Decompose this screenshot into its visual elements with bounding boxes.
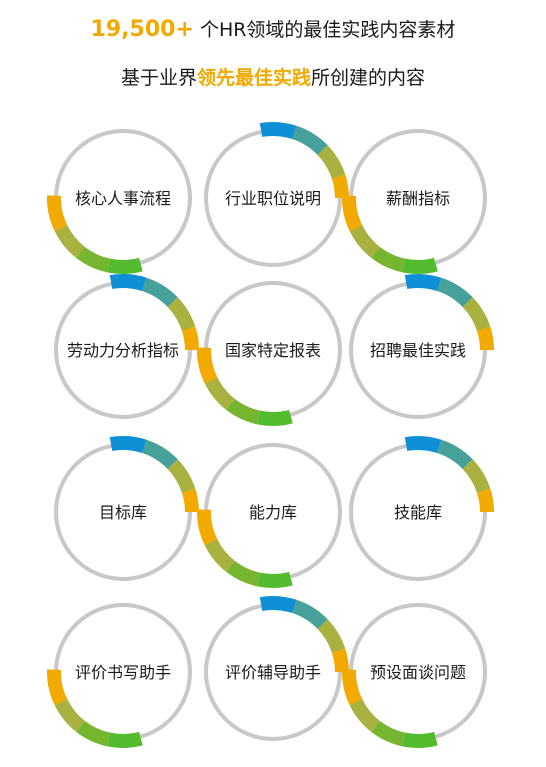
ring-accent-segment xyxy=(404,435,442,454)
ring-accent-segment xyxy=(349,698,381,732)
ring-accent-segment xyxy=(476,326,494,351)
ring-accent-segment xyxy=(462,297,491,332)
ring-accent-segment xyxy=(341,669,363,706)
ring-accent-segment xyxy=(54,224,86,258)
headline: 19,500+ 个HR领域的最佳实践内容素材 xyxy=(0,14,546,46)
feature-card-3: 薪酬指标 xyxy=(341,129,487,274)
feature-label: 国家特定报表 xyxy=(225,341,321,360)
ring-accent-segment xyxy=(181,326,199,351)
subheadline-prefix: 基于业界 xyxy=(120,67,197,89)
feature-card-12: 预设面谈问题 xyxy=(341,603,487,748)
ring-accent-segment xyxy=(341,195,363,232)
feature-card-10: 评价书写助手 xyxy=(46,603,192,748)
feature-card-4: 劳动力分析指标 xyxy=(54,273,199,419)
ring-accent-segment xyxy=(109,435,147,454)
feature-label: 评价书写助手 xyxy=(75,663,171,682)
ring-accent-segment xyxy=(257,409,293,426)
ring-accent-segment xyxy=(76,246,111,273)
feature-card-8: 能力库 xyxy=(196,443,342,588)
feature-label: 核心人事流程 xyxy=(75,189,171,208)
ring-accent-segment xyxy=(204,538,236,572)
ring-accent-segment xyxy=(107,257,143,274)
ring-accent-segment xyxy=(404,273,442,292)
subheadline-suffix: 所创建的内容 xyxy=(311,67,426,89)
subheadline-highlight: 领先最佳实践 xyxy=(196,67,311,89)
feature-card-9: 技能库 xyxy=(349,435,494,581)
ring-accent-segment xyxy=(46,195,68,232)
ring-accent-segment xyxy=(462,459,491,494)
ring-accent-segment xyxy=(402,731,438,748)
ring-accent-segment xyxy=(167,297,196,332)
ring-accent-segment xyxy=(109,273,147,292)
ring-accent-segment xyxy=(76,720,111,747)
feature-label: 技能库 xyxy=(394,503,442,522)
ring-accent-segment xyxy=(141,439,178,470)
ring-accent-segment xyxy=(46,669,68,706)
ring-accent-segment xyxy=(291,125,328,156)
ring-accent-segment xyxy=(54,698,86,732)
feature-label: 薪酬指标 xyxy=(386,189,450,208)
ring-accent-segment xyxy=(141,277,178,308)
ring-accent-segment xyxy=(259,595,297,614)
feature-label: 评价辅导助手 xyxy=(225,663,321,682)
feature-label: 能力库 xyxy=(249,503,297,522)
feature-label: 行业职位说明 xyxy=(225,189,321,208)
ring-accent-segment xyxy=(259,121,297,140)
ring-accent-segment xyxy=(181,488,199,513)
ring-accent-segment xyxy=(196,347,218,384)
ring-accent-segment xyxy=(371,246,406,273)
ring-accent-segment xyxy=(331,174,349,199)
ring-accent-segment xyxy=(436,439,473,470)
content-count: 19,500+ xyxy=(90,17,194,42)
ring-accent-segment xyxy=(317,619,346,654)
ring-accent-segment xyxy=(291,599,328,630)
ring-accent-segment xyxy=(331,648,349,673)
ring-accent-segment xyxy=(402,257,438,274)
feature-label: 招聘最佳实践 xyxy=(370,341,466,360)
ring-accent-segment xyxy=(167,459,196,494)
feature-card-2: 行业职位说明 xyxy=(204,121,349,267)
ring-accent-segment xyxy=(436,277,473,308)
ring-accent-segment xyxy=(204,376,236,410)
ring-accent-segment xyxy=(226,560,261,587)
headline-text: 个HR领域的最佳实践内容素材 xyxy=(193,19,456,41)
ring-accent-segment xyxy=(349,224,381,258)
ring-accent-segment xyxy=(196,509,218,546)
feature-label: 劳动力分析指标 xyxy=(67,341,179,360)
feature-card-6: 招聘最佳实践 xyxy=(349,273,494,419)
ring-accent-segment xyxy=(257,571,293,588)
ring-accent-segment xyxy=(317,145,346,180)
subheadline: 基于业界领先最佳实践所创建的内容 xyxy=(0,62,546,94)
ring-accent-segment xyxy=(107,731,143,748)
ring-accent-segment xyxy=(226,398,261,425)
feature-card-7: 目标库 xyxy=(54,435,199,581)
ring-accent-segment xyxy=(371,720,406,747)
ring-accent-segment xyxy=(476,488,494,513)
feature-card-5: 国家特定报表 xyxy=(196,281,342,426)
feature-card-1: 核心人事流程 xyxy=(46,129,192,274)
feature-card-11: 评价辅导助手 xyxy=(204,595,349,741)
feature-label: 目标库 xyxy=(99,503,147,522)
feature-label: 预设面谈问题 xyxy=(370,663,466,682)
